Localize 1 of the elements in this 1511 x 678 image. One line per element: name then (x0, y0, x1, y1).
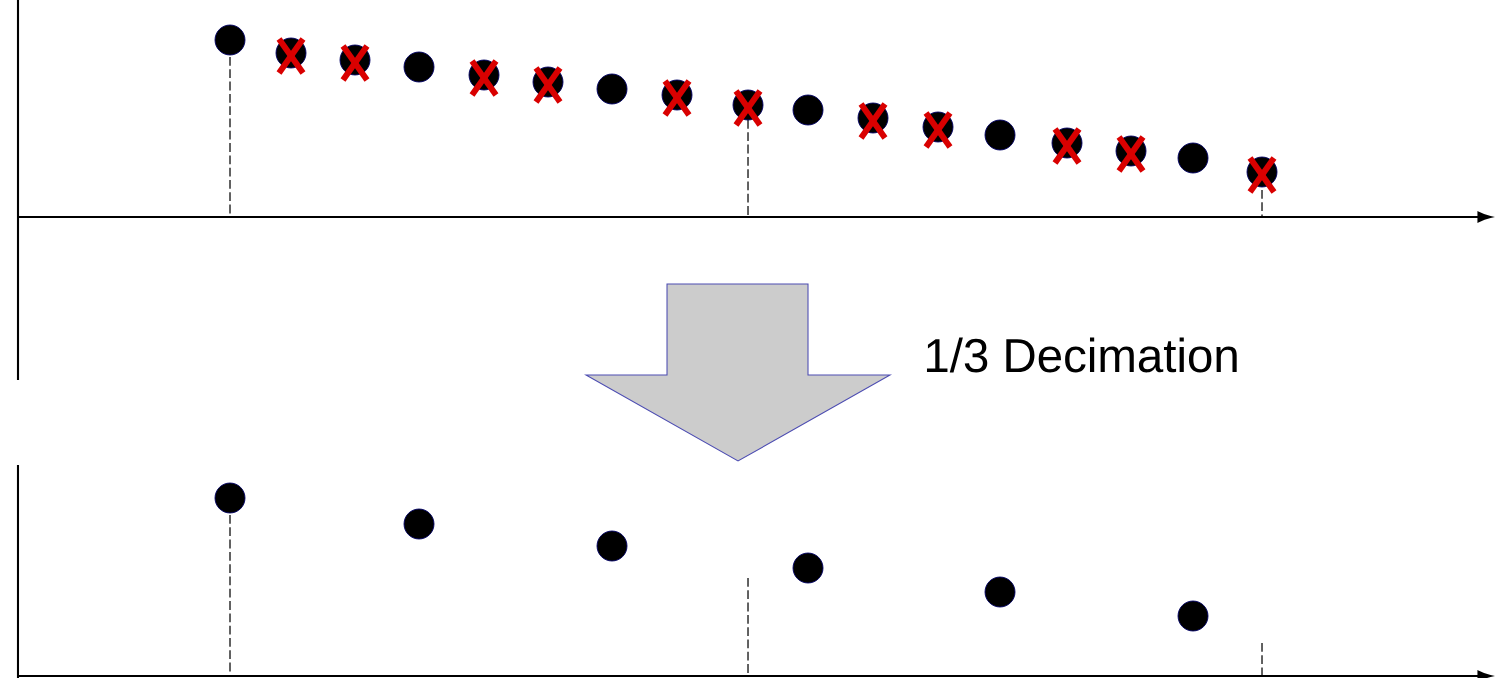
decimation-label: 1/3 Decimation (926, 337, 1237, 373)
